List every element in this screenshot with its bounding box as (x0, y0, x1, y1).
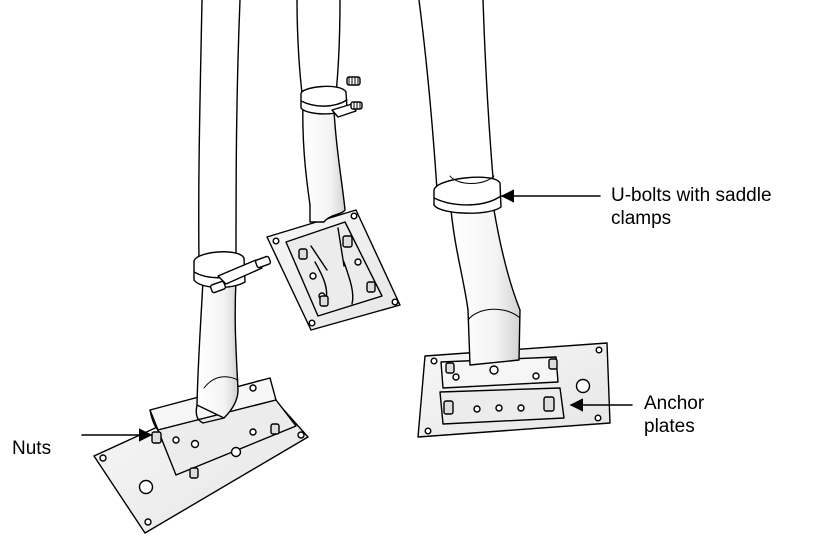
left-saddle-clamp (193, 251, 272, 294)
left-leg (93, 0, 309, 534)
middle-saddle-clamp (300, 76, 363, 118)
left-nuts (151, 423, 280, 479)
right-pole (418, 0, 521, 366)
right-nuts (443, 358, 558, 415)
right-saddle-clamp (433, 175, 502, 214)
middle-pole (296, 0, 346, 223)
anchor-label-line2: plates (644, 416, 695, 437)
anchor-label: Anchor plates (644, 392, 704, 438)
nuts-label-text: Nuts (12, 438, 52, 459)
ubolts-label: U-bolts with saddle clamps (611, 184, 772, 230)
middle-leg (266, 0, 401, 331)
middle-nuts (298, 235, 376, 307)
left-pole (195, 0, 241, 424)
ubolts-label-line2: clamps (611, 208, 672, 229)
right-leg (417, 0, 611, 438)
nuts-label: Nuts (12, 437, 51, 460)
middle-anchor-plate (266, 209, 401, 331)
right-anchor-plate (417, 342, 611, 438)
ubolts-label-line1: U-bolts with saddle (611, 185, 772, 206)
anchor-label-line1: Anchor (644, 393, 705, 414)
